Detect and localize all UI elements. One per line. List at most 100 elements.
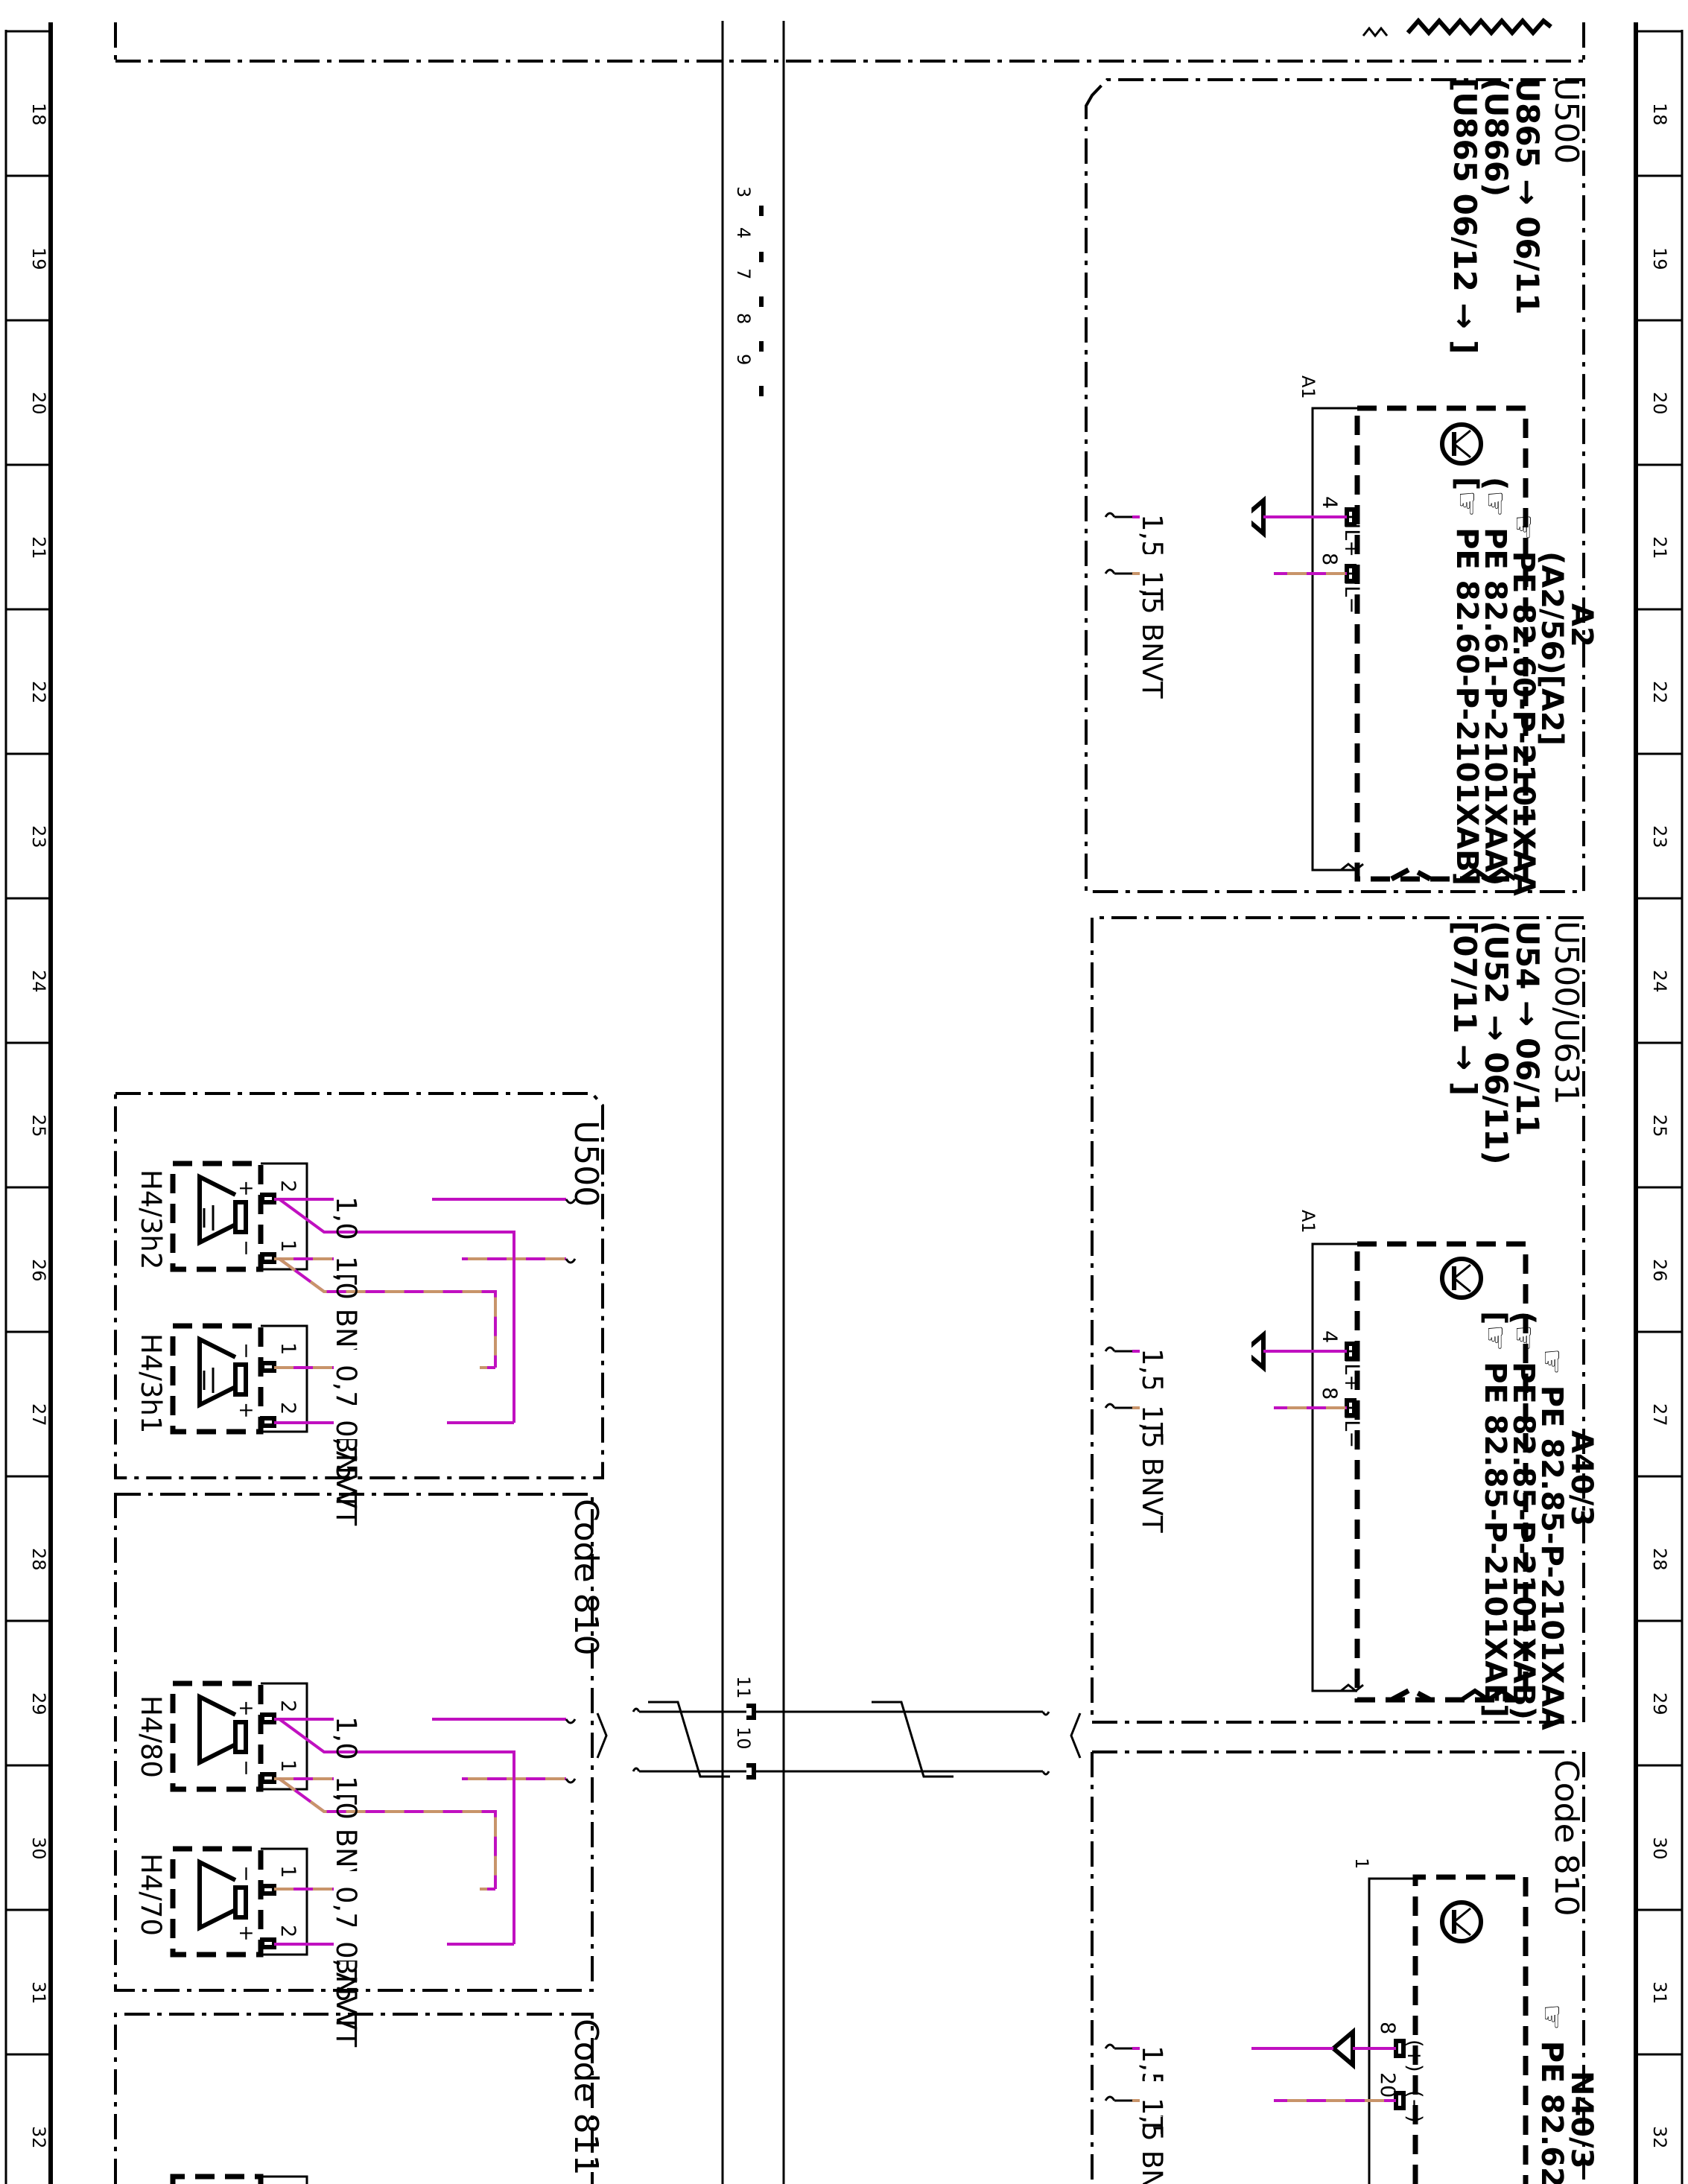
component-a2: A2 (A2/56)[A2] ☞ PE 82.60-P-2101XAA (☞ P… (1104, 375, 1599, 896)
bus-pin-11: 11 (733, 1676, 754, 1699)
bus-pin-4: 4 (733, 227, 754, 238)
wire-label-0-75-vt: 0,75 VT (330, 1941, 362, 2047)
transistor-icon (1440, 1900, 1483, 1943)
central-bus: 3 4 7 8 9 11 10 (114, 17, 1585, 2184)
sign-top: + (235, 1700, 258, 1717)
row-27-right: 27 (1649, 1403, 1670, 1426)
row-30-right: 30 (1649, 1837, 1670, 1860)
wire-label-1-5-bnvt: 1,5 BNVT (1136, 2098, 1168, 2184)
pin-num-4: 4 (1318, 496, 1341, 509)
bus-pin-10: 10 (733, 1727, 754, 1750)
row-26-right: 26 (1649, 1259, 1670, 1282)
sign-bottom: + (235, 1925, 258, 1942)
row-18-right: 18 (1649, 103, 1670, 126)
bus-crossing: 11 10 (632, 1676, 1050, 1780)
bus-pins-upper: 3 4 7 8 9 (733, 186, 764, 396)
ref-line-1: ☞ PE 82.85-P-2101XAA (1535, 1348, 1569, 1730)
sign-bottom: + (235, 1402, 258, 1419)
speaker-icon (197, 1173, 248, 1246)
module-header-u500-u631: U500/U631 (1547, 921, 1585, 1105)
module-header-u500: U500 (1547, 77, 1585, 164)
pin-num-8: 8 (1318, 553, 1341, 565)
condition-line-1: U54 → 06/11 (1509, 921, 1546, 1136)
row-18-left: 18 (28, 103, 49, 126)
right-module-code-810: Code 810 N40/3 ☞ PE 82.62-P 1 8 (+) 20 (… (1091, 1750, 1599, 2184)
pin-num-8: 8 (1318, 1387, 1341, 1400)
pin-name-hl-plus: HL+ (1340, 1348, 1363, 1391)
row-29-right: 29 (1649, 1692, 1670, 1715)
pin-bottom: 2 (276, 1402, 299, 1415)
speaker-h4-3h2: H4/3h2 + − 2 1 (135, 1161, 308, 1272)
row-24-right: 24 (1649, 970, 1670, 993)
pin-num-8: 8 (1376, 2022, 1399, 2034)
sign-top: − (235, 1342, 258, 1359)
row-24-left: 24 (28, 970, 49, 993)
ref-line-3: [☞ PE 82.85-P-2101XAE] (1478, 1311, 1512, 1718)
pin-top: 2 (276, 1700, 299, 1712)
ground-label-1: 1 (1351, 1858, 1372, 1869)
bus-pin-3: 3 (733, 186, 754, 197)
condition-line-3: [U865 06/12 → ] (1447, 77, 1483, 354)
row-22-right: 22 (1649, 681, 1670, 704)
row-27-left: 27 (28, 1403, 49, 1426)
row-22-left: 22 (28, 681, 49, 704)
component-n40-3: N40/3 ☞ PE 82.62-P 1 8 (+) 20 (−) (1104, 1858, 1599, 2184)
row-19-left: 19 (28, 247, 49, 270)
row-32-right: 32 (1649, 2126, 1670, 2149)
pin-bottom: 1 (276, 1759, 299, 1772)
pin-top: 1 (276, 1342, 299, 1355)
speaker-name: H4/3h2 (135, 1169, 167, 1269)
ref-line-1: ☞ PE 82.62-P (1535, 2004, 1569, 2184)
left-module-code-811: Code 811 (114, 2013, 605, 2184)
pin-name-plus: (+) (1403, 2039, 1426, 2072)
sign-top: − (235, 1865, 258, 1882)
row-26-left: 26 (28, 1259, 49, 1282)
sign-bottom: − (235, 1239, 258, 1257)
speaker-icon (197, 1693, 248, 1766)
module-header-code-811: Code 811 (567, 2019, 605, 2176)
pin-name-hl-minus: HL− (1340, 1405, 1363, 1448)
module-header-code-810: Code 810 (567, 1499, 605, 1656)
module-header-u500: U500 (567, 1120, 605, 1207)
row-25-left: 25 (28, 1114, 49, 1137)
bus-pin-7: 7 (733, 268, 754, 279)
component-a40-3: A40/3 ☞ PE 82.85-P-2101XAA (☞ PE 82.85-P… (1104, 1210, 1599, 1730)
row-21-right: 21 (1649, 536, 1670, 559)
pin-name-hl-minus: HL− (1340, 571, 1363, 614)
row-21-left: 21 (28, 536, 49, 559)
transistor-icon (1440, 422, 1483, 466)
pin-bottom: 2 (276, 1925, 299, 1937)
wire-label-0-75-vt: 0,75 VT (330, 1420, 362, 1526)
brace-left (596, 1712, 608, 1759)
row-31-right: 31 (1649, 1981, 1670, 2004)
right-module-u500: U500 U865 → 06/11 (U866) [U865 06/12 → ]… (1085, 77, 1599, 896)
wire-label-1-5-bnvt: 1,5 BNVT (1136, 1405, 1168, 1533)
component-name-n40-3: N40/3 (1564, 2071, 1599, 2169)
ref-line-4: [☞ PE 82.60-P-2101XAB] (1450, 477, 1484, 886)
ref-line-2: ☞ PE 82.60-P-2101XAA (1506, 514, 1541, 896)
wiring-code-810: 1,0 VT 1,0 BNVT 0,75 BNVT 0,75 VT (274, 1701, 577, 2047)
row-19-right: 19 (1649, 247, 1670, 270)
bus-pin-8: 8 (733, 313, 754, 324)
border-grid: 18 19 20 21 22 23 24 25 26 27 28 29 30 3… (4, 22, 1684, 2184)
row-29-left: 29 (28, 1692, 49, 1715)
speaker-name: H4/3h1 (135, 1333, 167, 1433)
row-23-left: 23 (28, 825, 49, 848)
condition-line-2: (U52 → 06/11) (1478, 921, 1514, 1165)
pin-name-hl-plus: HL+ (1340, 514, 1363, 557)
right-module-u500-u631: U500/U631 U54 → 06/11 (U52 → 06/11) [07/… (1091, 916, 1599, 1730)
pin-top: 1 (276, 1865, 299, 1878)
speaker-h4-3h1: H4/3h1 − + 1 2 (135, 1323, 308, 1435)
ref-line-3: (☞ PE 82.61-P-2101XAA) (1478, 477, 1512, 886)
speaker-name: H4/80 (135, 1695, 167, 1778)
row-20-left: 20 (28, 392, 49, 415)
module-header-code-810: Code 810 (1547, 1759, 1585, 1917)
pin-num-4: 4 (1318, 1330, 1341, 1343)
ground-label-a1: A1 (1298, 1210, 1319, 1234)
condition-line-1: U865 → 06/11 (1509, 77, 1546, 314)
speaker-icon (197, 1858, 248, 1931)
brace-right (1070, 1712, 1082, 1759)
transistor-icon (1440, 1257, 1483, 1300)
condition-line-2: (U866) (1478, 77, 1514, 197)
sign-top: + (235, 1180, 258, 1197)
